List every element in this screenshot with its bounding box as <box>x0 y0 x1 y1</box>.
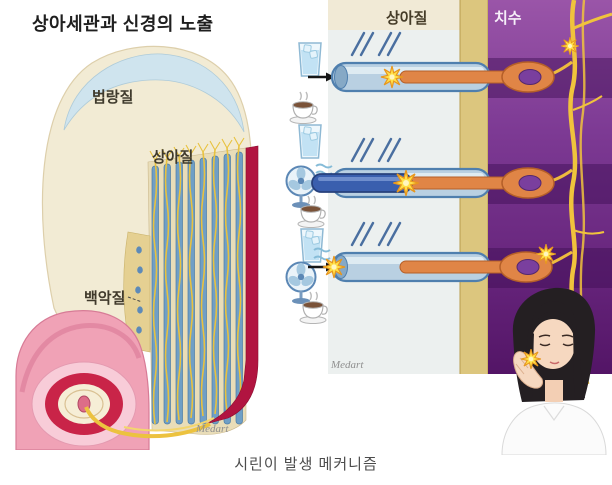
pain-starburst-icon <box>322 255 346 279</box>
cut-tubule-hash-marks <box>350 137 402 163</box>
face <box>531 319 575 369</box>
label-cementum: 백악질 <box>84 290 126 307</box>
nerve-tail <box>551 250 573 265</box>
woman-with-tooth-pain <box>501 287 607 455</box>
eyebrows <box>538 334 574 338</box>
mouth <box>549 361 560 365</box>
pain-starburst-icon <box>560 36 580 56</box>
artist-watermark-right: Medart <box>331 359 364 371</box>
cementum-layer <box>123 231 151 353</box>
pain-starburst-icon <box>380 65 404 89</box>
odontoblast-process <box>399 70 511 84</box>
label-dentin-right: 상아질 <box>386 10 428 27</box>
cell-nucleus <box>518 175 542 191</box>
cell-nucleus <box>516 259 540 275</box>
root-cross-section <box>31 361 137 447</box>
cut-tubule-hash-marks <box>350 221 402 247</box>
hot-coffee-cup-icon <box>289 91 318 125</box>
artist-watermark-left: Medart <box>196 423 229 435</box>
tooth-cross-section-illustration <box>15 45 259 450</box>
stimulus-arrowhead-icon <box>326 72 335 82</box>
odontoblast-process <box>409 176 511 190</box>
label-dentin-left: 상아질 <box>152 149 194 166</box>
enamel-layer <box>63 53 245 133</box>
cementum-label-pointer <box>127 296 143 303</box>
neck <box>545 380 563 402</box>
nerve-fibers-in-tubules <box>149 136 245 425</box>
electric-fan-icon <box>285 165 317 209</box>
tubule-row-1 <box>308 31 580 93</box>
label-pulp: 치수 <box>494 10 522 27</box>
tubule-opening <box>334 65 348 89</box>
cut-tubule-hash-marks <box>350 31 402 57</box>
label-enamel: 법랑질 <box>92 89 134 106</box>
cold-water-glass-icon <box>298 124 322 159</box>
diagram-title: 상아세관과 신경의 노출 <box>32 14 214 34</box>
hair-fringe <box>530 301 577 336</box>
hot-coffee-cup-icon <box>299 291 328 325</box>
cementum-cells <box>135 246 143 334</box>
nerve-bundle <box>84 406 215 439</box>
odontoblast-process <box>399 260 511 274</box>
closed-eyes <box>539 343 574 347</box>
shirt <box>501 402 607 455</box>
nerve-tail <box>553 168 573 182</box>
nerve-tail <box>553 60 573 75</box>
tubule-row-3 <box>308 221 584 322</box>
pain-starburst-icon <box>535 243 557 265</box>
hand-on-cheek <box>513 351 543 389</box>
tubule-mechanism-illustration <box>285 0 612 455</box>
cell-nucleus <box>518 69 542 85</box>
pulp-red-band <box>205 145 259 425</box>
pain-starburst-icon <box>392 169 420 197</box>
cold-air-waves-icon <box>313 247 331 261</box>
tubule-row-2 <box>311 137 573 199</box>
cold-water-glass-icon <box>298 42 322 77</box>
dentinal-tubules-panel <box>147 136 247 435</box>
image-caption: 시린이 발생 메커니즘 <box>234 456 378 473</box>
pain-starburst-icon <box>520 348 542 370</box>
